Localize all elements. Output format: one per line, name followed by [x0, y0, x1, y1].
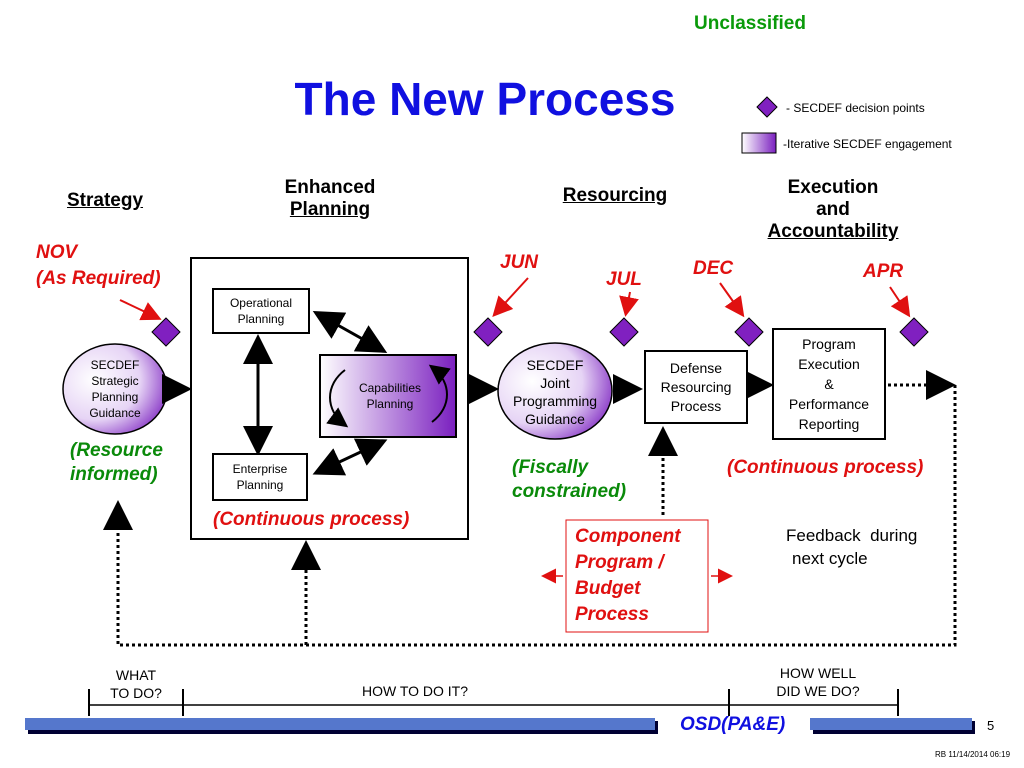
enterprise-line2: Planning	[236, 478, 284, 492]
dec-arrow	[719, 282, 745, 318]
timeline-how: HOW TO DO IT?	[361, 683, 469, 699]
enterprise-line1: Enterprise	[232, 462, 288, 476]
legend-decision-points: - SECDEF decision points	[786, 101, 925, 115]
secdef-joint-line4: Guidance	[525, 411, 585, 427]
timeline-what: WHAT TO DO?	[93, 666, 179, 702]
secdef-strategic-text: SECDEF Strategic Planning Guidance	[68, 352, 162, 426]
phase-execution: Execution and Accountability	[740, 177, 926, 243]
phase-execution-line2: and	[816, 199, 850, 220]
nov-arrow	[119, 299, 162, 321]
month-nov: NOV	[36, 242, 78, 263]
program-line1: Program	[802, 336, 856, 352]
page-number: 5	[987, 718, 995, 733]
footer-bar-right	[810, 718, 972, 730]
secdef-strategic-line1: SECDEF	[90, 358, 140, 372]
jun-arrow	[492, 277, 529, 317]
note-continuous-execution: (Continuous process)	[727, 457, 924, 478]
defense-line1: Defense	[669, 359, 723, 376]
legend-diamond-icon	[756, 96, 778, 118]
defense-line2: Resourcing	[660, 378, 732, 395]
feedback-text: Feedback during next cycle	[786, 524, 917, 570]
decision-diamond-apr	[899, 317, 929, 347]
decision-diamond-jun	[473, 317, 503, 347]
phase-enhanced-planning: Enhanced Planning	[250, 177, 410, 221]
decision-diamond-nov	[151, 317, 181, 347]
phase-execution-line3: Accountability	[767, 221, 899, 242]
decision-diamond-jul	[609, 317, 639, 347]
cycle-arrow-right-icon	[428, 364, 451, 423]
defense-resourcing-box: Defense Resourcing Process	[644, 350, 748, 424]
component-line1: Component	[575, 526, 681, 547]
timeline-how-well: HOW WELL DID WE DO?	[745, 664, 891, 700]
phase-resourcing: Resourcing	[562, 185, 668, 206]
component-line2: Program /	[575, 552, 664, 573]
program-line3: &	[824, 376, 834, 392]
program-execution-box: Program Execution & Performance Reportin…	[772, 328, 886, 440]
note-continuous-planning: (Continuous process)	[213, 509, 410, 530]
timeline-what-line1: WHAT	[115, 667, 157, 683]
secdef-joint-line3: Programming	[512, 393, 598, 409]
feedback-line1: Feedback during	[786, 526, 918, 545]
note-resource-line2: informed)	[70, 464, 158, 485]
footer-bar-left	[25, 718, 655, 730]
jul-arrow	[619, 291, 639, 317]
operational-line1: Operational	[229, 296, 293, 310]
month-as-required: (As Required)	[36, 268, 161, 289]
operational-planning-box: Operational Planning	[212, 288, 310, 334]
footer-stamp: RB 11/14/2014 06:19	[935, 750, 1011, 759]
month-jun: JUN	[500, 252, 539, 273]
phase-strategy: Strategy	[66, 190, 144, 211]
timeline-howwell-line1: HOW WELL	[779, 665, 857, 681]
month-apr: APR	[863, 261, 904, 282]
capabilities-line1: Capabilities	[358, 381, 422, 395]
component-text: Component Program / Budget Process	[575, 524, 681, 628]
ent-cap-arrow	[312, 438, 388, 476]
secdef-strategic-line4: Guidance	[89, 406, 141, 420]
operational-line2: Planning	[237, 312, 285, 326]
phase-execution-line1: Execution	[787, 177, 879, 198]
footer-osd: OSD(PA&E)	[680, 714, 786, 735]
program-line5: Reporting	[798, 416, 860, 432]
capabilities-text: Capabilities Planning	[352, 378, 428, 414]
page-title: The New Process	[294, 73, 676, 125]
timeline-howwell-line2: DID WE DO?	[776, 683, 860, 699]
classification-label: Unclassified	[694, 13, 806, 34]
cycle-arrow-left-icon	[326, 369, 349, 428]
feedback-loop	[103, 385, 957, 647]
program-line4: Performance	[788, 396, 870, 412]
apr-arrow	[889, 286, 911, 318]
secdef-strategic-line3: Planning	[91, 390, 139, 404]
decision-diamond-dec	[734, 317, 764, 347]
component-line3: Budget	[575, 578, 641, 599]
secdef-joint-line2: Joint	[540, 375, 570, 391]
secdef-strategic-line2: Strategic	[91, 374, 139, 388]
note-resource-line1: (Resource	[70, 440, 163, 461]
defense-line3: Process	[670, 397, 722, 414]
note-fiscally-constrained: (Fiscally constrained)	[512, 456, 626, 504]
phase-enhanced-line2: Planning	[289, 199, 371, 220]
note-fiscally-line1: (Fiscally	[512, 457, 589, 478]
legend-iterative: -Iterative SECDEF engagement	[783, 137, 952, 151]
note-resource-informed: (Resource informed)	[70, 439, 163, 487]
legend-gradient-swatch	[741, 132, 777, 154]
op-cap-arrow	[312, 311, 388, 353]
timeline-what-line2: TO DO?	[110, 685, 162, 701]
feedback-line2: next cycle	[792, 549, 868, 568]
component-box	[565, 519, 709, 633]
component-line4: Process	[575, 604, 649, 625]
phase-enhanced-line1: Enhanced	[284, 177, 376, 198]
month-jul: JUL	[606, 269, 642, 290]
program-line2: Execution	[798, 356, 860, 372]
enterprise-planning-box: Enterprise Planning	[212, 453, 308, 501]
month-dec: DEC	[693, 258, 734, 279]
note-fiscally-line2: constrained)	[512, 481, 627, 502]
capabilities-line2: Planning	[366, 397, 414, 411]
secdef-joint-text: SECDEF Joint Programming Guidance	[500, 350, 610, 434]
secdef-joint-line1: SECDEF	[526, 357, 584, 373]
